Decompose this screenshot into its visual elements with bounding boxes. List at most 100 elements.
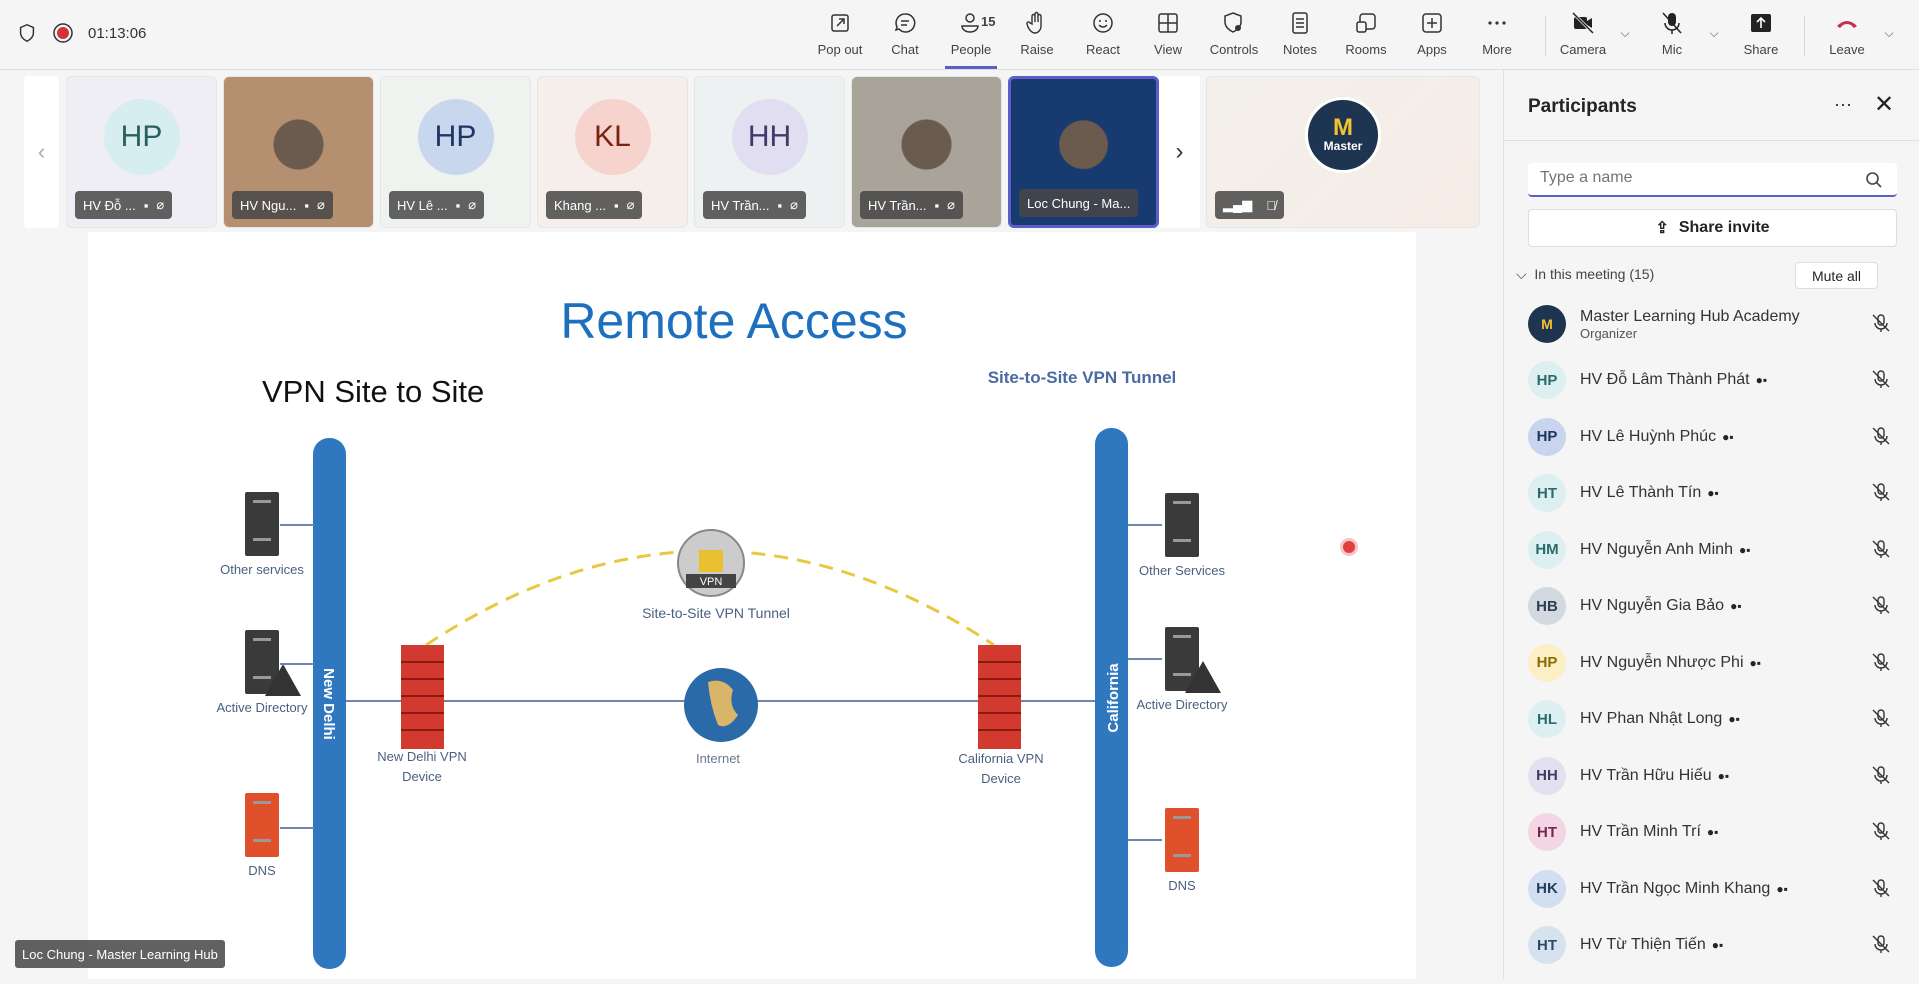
left-site-label: New Delhi	[320, 668, 337, 740]
mic-off-icon: ⌀	[790, 197, 798, 212]
rooms-icon	[1356, 13, 1376, 33]
avatar: HK	[1528, 869, 1566, 908]
share-button[interactable]: Share	[1729, 10, 1793, 64]
more-button[interactable]: More	[1465, 10, 1529, 64]
participant-video-tile[interactable]: HV Trần...▪⌀	[851, 76, 1002, 228]
mic-off-icon[interactable]	[1870, 877, 1892, 899]
mic-off-icon[interactable]	[1870, 820, 1892, 842]
mic-off-icon[interactable]	[1870, 312, 1892, 334]
avatar: M	[1528, 305, 1566, 343]
mic-options-chevron-icon[interactable]: ⌵	[1709, 26, 1719, 40]
tunnel-label: Site-to-Site VPN Tunnel	[642, 605, 790, 621]
participant-video-tile[interactable]: Loc Chung - Ma...	[1008, 76, 1159, 228]
tile-name-label: HV Trần...▪⌀	[860, 191, 963, 219]
apps-button[interactable]: Apps	[1400, 10, 1464, 64]
california-bar	[1095, 428, 1128, 967]
rooms-label: Rooms	[1345, 42, 1387, 57]
mic-off-icon[interactable]	[1870, 368, 1892, 390]
raise-button[interactable]: Raise	[1005, 10, 1069, 64]
mic-off-icon[interactable]	[1870, 481, 1892, 503]
rooms-button[interactable]: Rooms	[1334, 10, 1398, 64]
server-label: Active Directory	[216, 700, 308, 715]
mic-off-icon[interactable]	[1870, 764, 1892, 786]
controls-button[interactable]: Controls	[1202, 10, 1266, 64]
search-input[interactable]	[1540, 163, 1840, 193]
active-directory-icon	[245, 630, 301, 696]
share-invite-button[interactable]: ⇪Share invite	[1528, 209, 1897, 247]
mic-off-icon[interactable]	[1870, 425, 1892, 447]
chat-button[interactable]: Chat	[873, 10, 937, 64]
right-firewall-icon	[978, 645, 1021, 749]
camera-off-icon	[1571, 11, 1595, 35]
guest-icon: ●▪	[1728, 712, 1740, 726]
camera-button[interactable]: Camera	[1551, 10, 1615, 64]
more-options-button[interactable]: ···	[1834, 94, 1852, 114]
popout-button[interactable]: Pop out	[808, 10, 872, 64]
participant-search[interactable]	[1528, 163, 1897, 197]
participant-name: Khang ...	[554, 197, 607, 213]
divider	[1545, 16, 1546, 56]
mic-off-icon[interactable]	[1870, 707, 1892, 729]
organizer-video-tile[interactable]: M Master ▂▄▆ 🎙̸	[1206, 76, 1480, 228]
scroll-left-button[interactable]: ‹	[24, 76, 59, 228]
avatar: HT	[1528, 926, 1566, 964]
mic-off-icon: ⌀	[156, 197, 165, 212]
avatar: HH	[1528, 756, 1566, 795]
mic-off-icon: ⌀	[947, 197, 955, 212]
share-icon: ⇪	[1655, 220, 1669, 237]
camera-options-chevron-icon[interactable]: ⌵	[1620, 26, 1630, 40]
camera-label: Camera	[1559, 42, 1607, 57]
notes-button[interactable]: Notes	[1268, 10, 1332, 64]
participant-role: Organizer	[1580, 325, 1638, 341]
avatar: HM	[1528, 530, 1566, 569]
leave-options-chevron-icon[interactable]: ⌵	[1884, 26, 1894, 40]
participant-name: HV Phan Nhật Long	[1580, 710, 1723, 727]
server-label: Active Directory	[1136, 697, 1228, 712]
react-label: React	[1086, 42, 1120, 57]
server-icon	[1165, 493, 1199, 557]
mute-all-button[interactable]: Mute all	[1795, 262, 1878, 289]
grid-icon	[1158, 13, 1178, 33]
leave-button[interactable]: Leave	[1815, 10, 1879, 64]
close-panel-button[interactable]: ✕	[1874, 91, 1895, 118]
scroll-right-button[interactable]: ›	[1159, 76, 1200, 228]
react-button[interactable]: React	[1071, 10, 1135, 64]
right-device-label: California VPN	[958, 751, 1043, 766]
chat-icon	[894, 13, 916, 33]
meeting-timer: 01:13:06	[88, 25, 147, 42]
dns-icon	[245, 793, 279, 857]
participant-video-tile[interactable]: HV Ngu...▪⌀	[223, 76, 374, 228]
smiley-icon	[1093, 13, 1113, 33]
mic-button[interactable]: Mic	[1640, 10, 1704, 64]
participant-name: HV Đỗ ...	[83, 197, 136, 213]
mic-off-icon[interactable]	[1870, 538, 1892, 560]
participants-panel: Participants ··· ✕ ⇪Share invite ⌵ In th…	[1503, 70, 1919, 979]
tile-name-label: HV Lê ...▪⌀	[389, 191, 485, 219]
left-device-label: New Delhi VPN	[377, 749, 467, 764]
mic-off-icon[interactable]	[1870, 651, 1892, 673]
section-label: In this meeting (15)	[1534, 266, 1655, 282]
section-toggle[interactable]: ⌵ In this meeting (15)	[1516, 266, 1655, 282]
view-button[interactable]: View	[1136, 10, 1200, 64]
mic-off-icon[interactable]	[1870, 933, 1892, 955]
guest-icon: ●▪	[1722, 429, 1734, 444]
participant-name: HV Lê Thành Tín	[1580, 484, 1702, 501]
mic-off-icon[interactable]	[1870, 594, 1892, 616]
